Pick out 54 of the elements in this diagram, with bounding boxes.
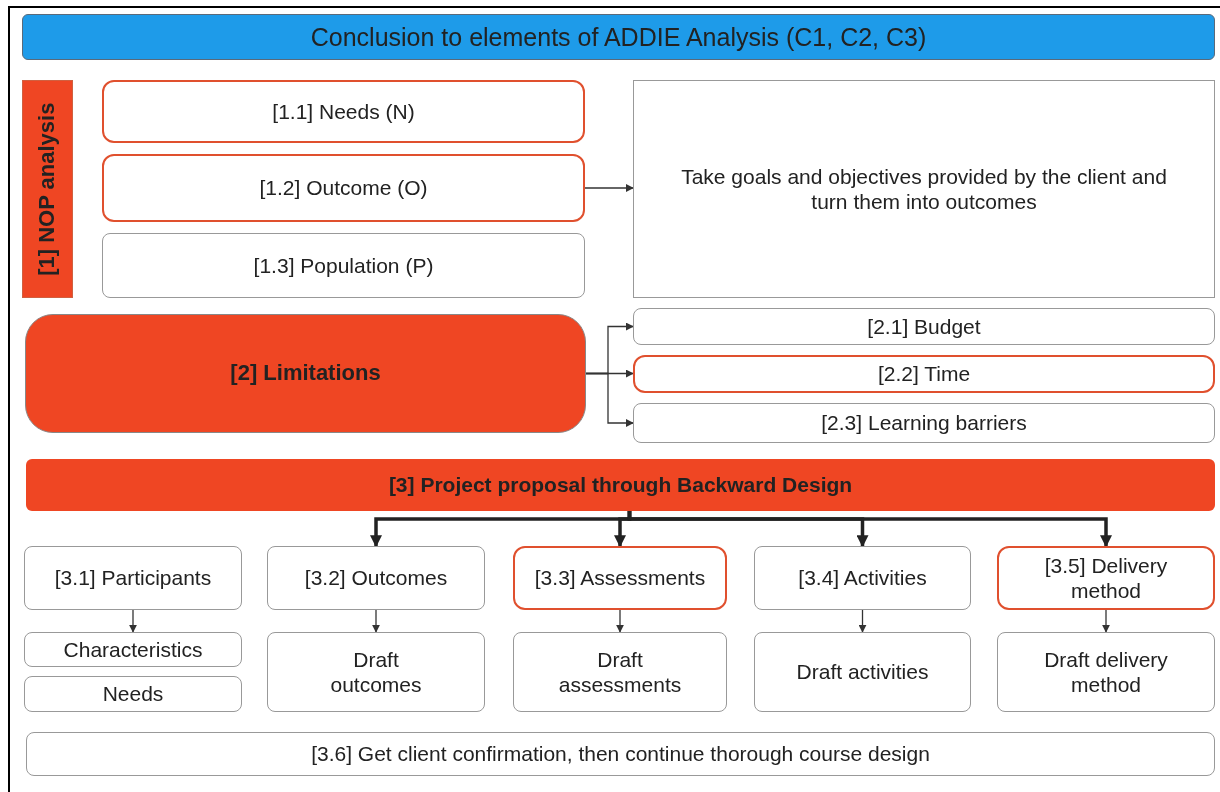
arrow	[129, 609, 137, 633]
arrow	[1102, 609, 1110, 633]
node-label: Needs	[101, 681, 165, 707]
process-box	[102, 154, 585, 222]
node-label: [3.3] Assessments	[533, 565, 707, 591]
arrow	[858, 609, 867, 633]
node-label: Draft delivery method	[1043, 646, 1169, 698]
text-panel	[633, 80, 1215, 298]
arrow	[616, 609, 624, 633]
node-label: [3.4] Activities	[797, 565, 928, 591]
process-box	[24, 546, 242, 610]
node-label: [2] Limitations	[229, 360, 382, 387]
process-box	[513, 632, 727, 712]
process-box	[754, 632, 971, 712]
process-box	[267, 546, 485, 610]
process-box	[754, 546, 971, 610]
section-band	[22, 80, 73, 298]
node-label: [3.1] Participants	[53, 565, 213, 591]
node-label: Draft assessments	[557, 646, 683, 698]
process-box	[633, 308, 1215, 345]
section-bar	[26, 459, 1215, 511]
process-box	[102, 80, 585, 143]
node-label: [2.1] Budget	[866, 313, 982, 340]
title-bar	[22, 14, 1215, 60]
node-label: Take goals and objectives provided by the client and turn them into outcomes	[680, 163, 1168, 215]
node-label: [1] NOP analysis	[34, 101, 61, 278]
node-label: Draft outcomes	[329, 646, 423, 698]
process-box	[25, 314, 586, 433]
node-label: [2.3] Learning barriers	[820, 410, 1028, 436]
node-label: [1.1] Needs (N)	[271, 98, 416, 125]
arrow	[372, 609, 380, 633]
process-box	[513, 546, 727, 610]
node-label: [3.2] Outcomes	[303, 565, 449, 591]
node-label: Conclusion to elements of ADDIE Analysis (C1, C2, C3)	[309, 22, 928, 52]
process-box	[997, 546, 1215, 610]
process-box	[24, 632, 242, 667]
node-label: Draft activities	[795, 659, 930, 685]
process-box	[26, 732, 1215, 776]
node-label: [1.2] Outcome (O)	[258, 175, 429, 201]
arrow	[585, 372, 634, 427]
process-box	[997, 632, 1215, 712]
node-label: [3.6] Get client confirmation, then continue thorough course design	[310, 741, 931, 767]
node-label: Characteristics	[62, 636, 204, 663]
node-label: [3] Project proposal through Backward Design	[387, 472, 854, 498]
arrow	[627, 511, 1112, 548]
process-box	[633, 403, 1215, 443]
process-box	[633, 355, 1215, 393]
node-label: [3.5] Delivery method	[1043, 552, 1169, 604]
node-label: [1.3] Population (P)	[252, 252, 435, 279]
process-box	[267, 632, 485, 712]
process-box	[102, 233, 585, 298]
arrow	[584, 184, 634, 192]
node-label: [2.2] Time	[876, 361, 972, 387]
process-box	[24, 676, 242, 712]
